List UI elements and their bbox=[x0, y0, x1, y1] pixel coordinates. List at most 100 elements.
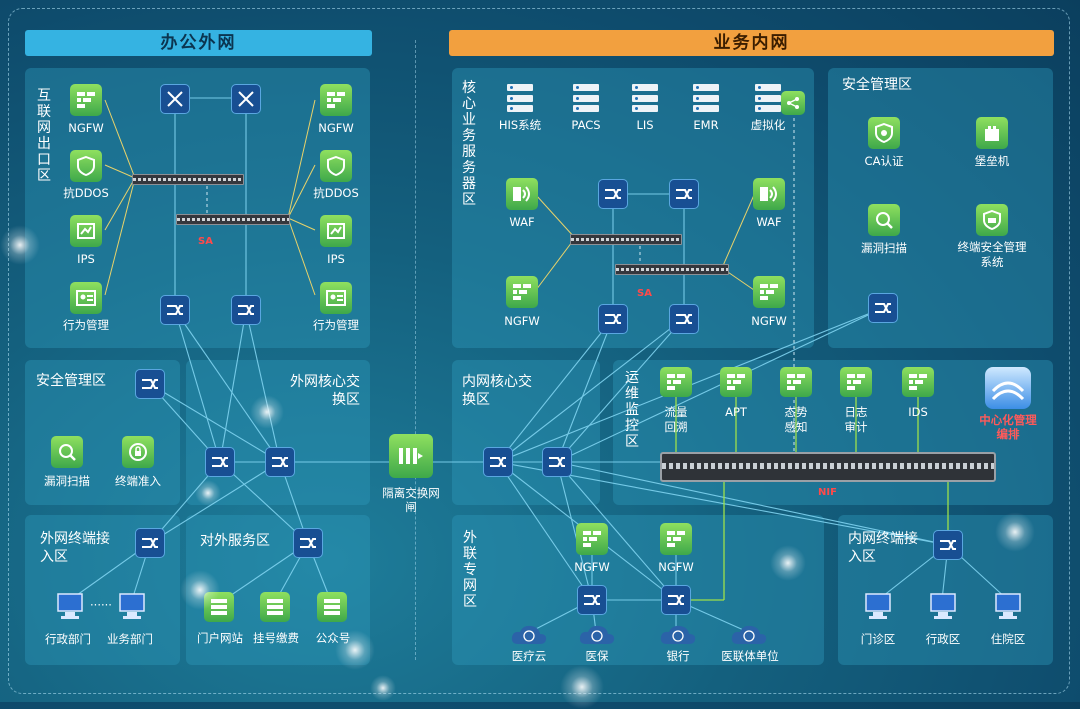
ngfw-label: NGFW bbox=[504, 314, 540, 328]
cloud-icon bbox=[579, 625, 615, 644]
external-service-title: 对外服务区 bbox=[200, 533, 270, 549]
ngfw-label: NGFW bbox=[68, 121, 104, 135]
computer-icon bbox=[865, 593, 891, 619]
server-icon bbox=[693, 84, 719, 112]
medical-cloud-label: 医疗云 bbox=[511, 649, 547, 663]
ngfw-label: NGFW bbox=[658, 560, 694, 574]
firewall-icon bbox=[506, 276, 538, 308]
switch-icon bbox=[293, 528, 323, 558]
switch-device bbox=[615, 264, 729, 275]
bank-label: 银行 bbox=[666, 649, 690, 663]
ngfw-label: NGFW bbox=[318, 121, 354, 135]
traffic-trace-label: 流量回溯 bbox=[664, 405, 688, 434]
firewall-icon bbox=[320, 84, 352, 116]
admin-area-label: 行政区 bbox=[925, 632, 961, 646]
computer-icon bbox=[119, 593, 145, 619]
switch-icon bbox=[577, 585, 607, 615]
switch-icon bbox=[160, 295, 190, 325]
switch-icon bbox=[231, 295, 261, 325]
firewall-icon bbox=[840, 367, 872, 397]
log-audit-label: 日志审计 bbox=[844, 405, 868, 434]
core-service-title: 核心业务服务器区 bbox=[462, 80, 476, 208]
core-switch-icon bbox=[542, 447, 572, 477]
nif-label: NIF bbox=[818, 487, 837, 498]
anti-ddos-label: 抗DDOS bbox=[63, 186, 109, 200]
business-security-zone bbox=[828, 68, 1053, 348]
ips-label: IPS bbox=[327, 252, 345, 266]
cloud-icon bbox=[660, 625, 696, 644]
outer-frame bbox=[8, 8, 1070, 694]
business-dept-label: 业务部门 bbox=[107, 632, 153, 646]
endpoint-security-label: 终端安全管理系统 bbox=[957, 240, 1027, 269]
wechat-account-label: 公众号 bbox=[315, 631, 351, 645]
business-terminal-title: 内网终端接入区 bbox=[848, 531, 918, 565]
firewall-icon bbox=[70, 84, 102, 116]
vuln-scan-icon bbox=[51, 436, 83, 468]
router-icon bbox=[231, 84, 261, 114]
portal-label: 门户网站 bbox=[197, 631, 243, 645]
ngfw-label: NGFW bbox=[751, 314, 787, 328]
firewall-icon bbox=[660, 523, 692, 555]
switch-icon bbox=[669, 179, 699, 209]
firewall-icon bbox=[902, 367, 934, 397]
apt-label: APT bbox=[725, 405, 747, 419]
his-label: HIS系统 bbox=[498, 118, 542, 132]
behavior-manage-icon bbox=[70, 282, 102, 314]
ops-monitor-title: 运维监控区 bbox=[625, 370, 639, 450]
core-switch-icon bbox=[205, 447, 235, 477]
core-switch-icon bbox=[265, 447, 295, 477]
endpoint-security-icon bbox=[976, 204, 1008, 236]
firewall-icon bbox=[576, 523, 608, 555]
shield-icon bbox=[70, 150, 102, 182]
vuln-scan-icon bbox=[868, 204, 900, 236]
computer-icon bbox=[995, 593, 1021, 619]
switch-icon bbox=[598, 304, 628, 334]
business-core-title: 内网核心交换区 bbox=[462, 374, 532, 408]
behavior-manage-label: 行为管理 bbox=[313, 318, 359, 332]
business-core-zone bbox=[452, 360, 600, 505]
server-icon bbox=[573, 84, 599, 112]
server-icon bbox=[260, 592, 290, 622]
waf-label: WAF bbox=[756, 215, 782, 229]
server-icon bbox=[507, 84, 533, 112]
firewall-icon bbox=[720, 367, 752, 397]
internet-exit-title: 互联网出口区 bbox=[37, 88, 51, 184]
business-network-banner: 业务内网 bbox=[449, 30, 1054, 56]
terminal-access-icon bbox=[122, 436, 154, 468]
central-orchestration-label: 中心化管理编排 bbox=[979, 413, 1037, 441]
server-icon bbox=[317, 592, 347, 622]
office-terminal-title: 外网终端接入区 bbox=[40, 531, 110, 565]
outpatient-label: 门诊区 bbox=[860, 632, 896, 646]
switch-icon bbox=[135, 528, 165, 558]
ips-label: IPS bbox=[77, 252, 95, 266]
switch-icon bbox=[933, 530, 963, 560]
nif-switch-device bbox=[660, 452, 996, 482]
lis-label: LIS bbox=[636, 118, 654, 132]
behavior-manage-label: 行为管理 bbox=[63, 318, 109, 332]
switch-device bbox=[176, 214, 290, 225]
orchestration-logo-icon bbox=[985, 367, 1031, 409]
pacs-label: PACS bbox=[571, 118, 601, 132]
router-icon bbox=[160, 84, 190, 114]
admin-dept-label: 行政部门 bbox=[45, 632, 91, 646]
ids-label: IDS bbox=[908, 405, 928, 419]
virtualization-label: 虚拟化 bbox=[750, 118, 786, 132]
network-divider bbox=[415, 40, 416, 660]
office-security-title: 安全管理区 bbox=[36, 373, 106, 389]
isolation-gateway-label: 隔离交换网闸 bbox=[382, 486, 440, 514]
ips-icon bbox=[70, 215, 102, 247]
server-icon bbox=[755, 84, 781, 112]
switch-icon bbox=[661, 585, 691, 615]
ca-auth-label: CA认证 bbox=[864, 154, 904, 168]
cloud-icon bbox=[731, 625, 767, 644]
cloud-icon bbox=[511, 625, 547, 644]
emr-label: EMR bbox=[693, 118, 719, 132]
sa-label: SA bbox=[198, 236, 213, 247]
office-core-title: 外网核心交换区 bbox=[290, 374, 360, 408]
firewall-icon bbox=[753, 276, 785, 308]
switch-device bbox=[132, 174, 244, 185]
business-security-title: 安全管理区 bbox=[842, 77, 912, 93]
anti-ddos-label: 抗DDOS bbox=[313, 186, 359, 200]
external-private-title: 外联专网区 bbox=[463, 530, 477, 610]
dots: ······ bbox=[90, 598, 112, 612]
